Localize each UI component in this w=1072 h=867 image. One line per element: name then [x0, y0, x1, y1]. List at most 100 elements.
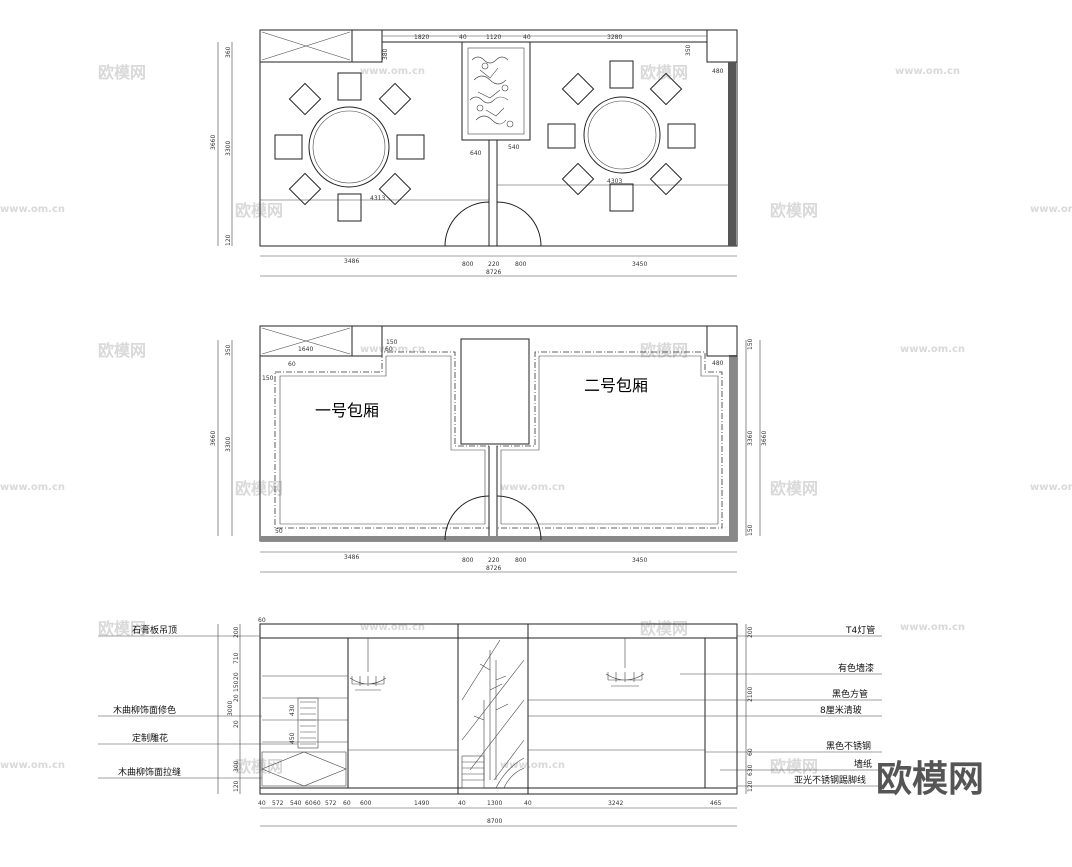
dim-label: 60: [747, 748, 754, 756]
furniture-plan: 1820 40 1120 40 3280 360 3300 120 3660 3…: [210, 29, 738, 277]
material-label: 石膏板吊顶: [132, 624, 177, 636]
dim-label: 3300: [225, 141, 232, 156]
wall-hatch: [728, 62, 736, 246]
dim-label: 1640: [298, 346, 313, 353]
chair: [337, 72, 362, 101]
dim-label: 20: [233, 672, 240, 680]
watermark-url: www.om.cn: [360, 66, 425, 77]
watermark-url: www.om.cn: [0, 482, 65, 493]
plan1-outline: [259, 29, 738, 247]
floral-pattern: [469, 56, 509, 125]
dim-label: 540: [508, 144, 520, 151]
watermark: 欧模网: [98, 341, 146, 360]
dim-label: 150: [747, 524, 754, 536]
dim-label: 60: [305, 800, 313, 807]
decorative-screen-inner: [467, 47, 525, 135]
floor-hatch: [260, 536, 737, 541]
column: [351, 29, 383, 63]
watermark-url: www.om.cn: [360, 622, 425, 633]
dim-label: 380: [382, 48, 389, 60]
dim-label: 200: [233, 626, 240, 638]
chair: [649, 72, 683, 106]
watermark-url: www.om.cn: [895, 66, 960, 77]
watermark: 欧模网: [640, 341, 688, 360]
cabinet-cross: [261, 31, 351, 61]
door-right: [496, 495, 542, 541]
dining-table-right: [583, 96, 661, 174]
dim-label: 1820: [414, 34, 429, 41]
dim-label: 640: [470, 150, 482, 157]
dim-label: 480: [712, 68, 724, 75]
dim-label: 20: [233, 720, 240, 728]
chandelier-candles: [607, 672, 643, 682]
brick-base: [461, 755, 485, 789]
watermark-url: www.om.cn: [500, 760, 565, 771]
dim-label: 20: [233, 694, 240, 702]
floral-dot: [501, 84, 509, 92]
dim-label: 800: [515, 261, 527, 268]
dim-label: 360: [225, 46, 232, 58]
dim-label: 3486: [344, 258, 359, 265]
watermark: 欧模网: [770, 757, 818, 776]
chair: [547, 123, 576, 149]
chandelier-left: [349, 638, 387, 691]
dim-label: 800: [515, 557, 527, 564]
dim-label: 60: [385, 346, 393, 353]
carved-panel-pattern: [300, 701, 316, 745]
floral-dot: [476, 104, 484, 112]
chair: [667, 123, 696, 149]
dim-label: 40: [458, 800, 466, 807]
dim-label: 710: [233, 652, 240, 664]
watermark-url: www.om.cn: [1030, 204, 1072, 215]
watermark: 欧模网: [235, 757, 283, 776]
material-label: 定制雕花: [132, 732, 168, 744]
watermark-url: www.om.cn: [0, 204, 65, 215]
dim-label: 350: [685, 44, 692, 56]
dim-label: 40: [459, 34, 467, 41]
material-label: 木曲柳饰面拉缝: [118, 766, 181, 778]
dim-label: 150: [747, 338, 754, 350]
dim-label: 3300: [225, 437, 232, 452]
watermark-url: www.om.cn: [900, 344, 965, 355]
plant: [495, 757, 525, 789]
dim-label: 3660: [761, 431, 768, 446]
material-label: 有色墙漆: [838, 662, 874, 674]
dim-label: 60: [288, 361, 296, 368]
watermark: 欧模网: [98, 619, 146, 638]
floral-dot: [481, 62, 489, 70]
dim-label: 220: [488, 557, 500, 564]
chair: [378, 172, 412, 206]
dim-label: 480: [712, 360, 724, 367]
dim-label: 150: [386, 339, 398, 346]
watermark-url: www.om.cn: [1030, 482, 1072, 493]
dim-label: 430: [289, 704, 296, 716]
chandelier-candles: [351, 676, 385, 686]
dim-label: 3280: [607, 34, 622, 41]
room-name-1: 一号包厢: [315, 401, 379, 420]
material-label: 黑色不锈钢: [826, 740, 871, 752]
base-cabinet-diamond: [261, 751, 347, 787]
material-label: 亚光不锈钢踢脚线: [794, 774, 866, 786]
floral-dot: [506, 120, 514, 128]
chair: [561, 72, 595, 106]
chair: [609, 183, 634, 212]
watermark-url: www.om.cn: [0, 760, 65, 771]
material-label: 黑色方管: [832, 688, 868, 700]
chair: [274, 134, 303, 160]
decorative-screen: [461, 41, 531, 141]
dim-label: 800: [462, 261, 474, 268]
dim-label: 600: [360, 800, 372, 807]
dim-label: 200: [747, 626, 754, 638]
skylight: [460, 338, 530, 445]
dim-label: 220: [488, 261, 500, 268]
dim-label: 4303: [607, 178, 622, 185]
ceiling-inner-left: [279, 355, 486, 525]
dim-label: 3660: [210, 135, 217, 150]
dim-label: 572: [272, 800, 284, 807]
material-label: T4灯管: [845, 624, 875, 636]
room-name-2: 二号包厢: [584, 376, 648, 395]
watermark-url: www.om.cn: [360, 344, 425, 355]
dim-label: 572: [325, 800, 337, 807]
column: [706, 29, 738, 63]
dim-label: 8700: [487, 818, 502, 825]
